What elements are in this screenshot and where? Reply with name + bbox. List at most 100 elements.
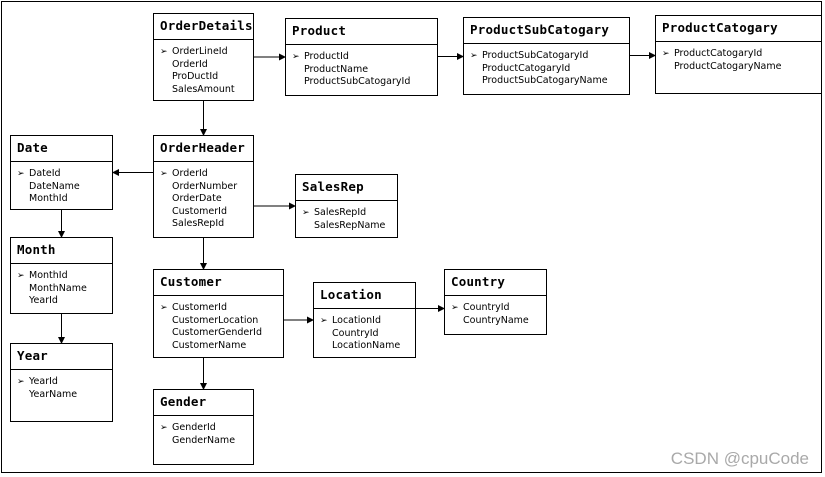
field-name: LocationName <box>332 340 401 351</box>
field-name: OrderId <box>172 58 208 70</box>
field-name: YearId <box>29 295 58 306</box>
entity-title: Location <box>314 283 415 309</box>
key-field-name: SalesRepId <box>314 207 367 218</box>
field: CustomerId <box>160 206 253 219</box>
field: YearName <box>17 389 112 402</box>
field: CustomerLocation <box>160 315 283 328</box>
entity-title: Country <box>445 270 546 296</box>
field-name: ProductCatogaryName <box>674 60 782 72</box>
primary-key-field: ➢ProductSubCatogaryId <box>470 50 629 63</box>
field-name: DateName <box>29 180 80 192</box>
field-name: ProDuctId <box>172 71 219 82</box>
field-name: CustomerLocation <box>172 314 259 326</box>
field: CountryId <box>320 328 415 341</box>
field: ProductSubCatogaryId <box>292 76 437 89</box>
primary-key-field: ➢ DateId <box>17 168 112 181</box>
entity-title: Product <box>286 19 437 45</box>
entity-title: Date <box>11 136 112 162</box>
field-name: SalesRepId <box>172 218 225 229</box>
field-name: OrderDate <box>172 193 222 204</box>
key-field-name: CustomerId <box>172 302 227 313</box>
field: OrderId <box>160 59 253 72</box>
key-field-name: DateId <box>29 168 61 179</box>
key-marker-icon: ➢ <box>17 169 25 179</box>
field: ProductCatogaryName <box>662 61 821 74</box>
key-field-name: LocationId <box>332 315 382 326</box>
field: ProductCatogaryId <box>470 63 629 76</box>
key-field-name: MonthId <box>29 270 68 281</box>
primary-key-field: ➢ProductCatogaryId <box>662 48 821 61</box>
field: MonthId <box>17 193 112 206</box>
entity-title: OrderHeader <box>154 136 253 162</box>
field-name: ProductName <box>304 63 369 75</box>
field-name: CountryId <box>332 327 379 339</box>
primary-key-field: ➢ SalesRepId <box>302 207 397 220</box>
key-marker-icon: ➢ <box>292 52 300 62</box>
key-field-name: CountryId <box>463 302 510 313</box>
entity-title: ProductCatogary <box>656 16 821 42</box>
field: DateName <box>17 181 112 194</box>
field: ProDuctId <box>160 71 253 84</box>
field-name: CustomerName <box>172 339 247 351</box>
field-name: CountryName <box>463 314 529 326</box>
field: CountryName <box>451 315 546 328</box>
field-name: ProductSubCatogaryName <box>482 75 608 86</box>
primary-key-field: ➢GenderId <box>160 422 253 435</box>
primary-key-field: ➢OrderLineId <box>160 46 253 59</box>
field-name: MonthId <box>29 193 68 204</box>
field: ProductName <box>292 64 437 77</box>
field: OrderDate <box>160 193 253 206</box>
field-name: ProductSubCatogaryId <box>304 76 411 87</box>
field: OrderNumber <box>160 181 253 194</box>
key-field-name: YearId <box>29 376 58 387</box>
field-name: OrderNumber <box>172 180 238 192</box>
field: MonthName <box>17 283 112 296</box>
field-name: YearName <box>29 388 78 400</box>
key-marker-icon: ➢ <box>160 303 168 313</box>
key-marker-icon: ➢ <box>160 423 168 433</box>
key-marker-icon: ➢ <box>160 47 168 57</box>
key-field-name: ProductId <box>304 51 349 62</box>
primary-key-field: ➢ LocationId <box>320 315 415 328</box>
key-marker-icon: ➢ <box>320 316 328 326</box>
field: ProductSubCatogaryName <box>470 75 629 88</box>
key-marker-icon: ➢ <box>451 303 459 313</box>
primary-key-field: ➢ OrderId <box>160 168 253 181</box>
key-marker-icon: ➢ <box>17 377 25 387</box>
key-field-name: ProductCatogaryId <box>674 48 763 59</box>
field-name: SalesAmount <box>172 83 235 95</box>
key-marker-icon: ➢ <box>17 271 25 281</box>
field: CustomerName <box>160 340 283 353</box>
key-field-name: OrderId <box>172 168 208 179</box>
field: GenderName <box>160 435 253 448</box>
primary-key-field: ➢ CustomerId <box>160 302 283 315</box>
field-name: ProductCatogaryId <box>482 62 571 74</box>
field: CustomerGenderId <box>160 327 283 340</box>
key-field-name: ProductSubCatogaryId <box>482 50 589 61</box>
key-marker-icon: ➢ <box>160 169 168 179</box>
field: SalesRepId <box>160 218 253 231</box>
field-name: GenderName <box>172 434 236 446</box>
key-marker-icon: ➢ <box>302 208 310 218</box>
